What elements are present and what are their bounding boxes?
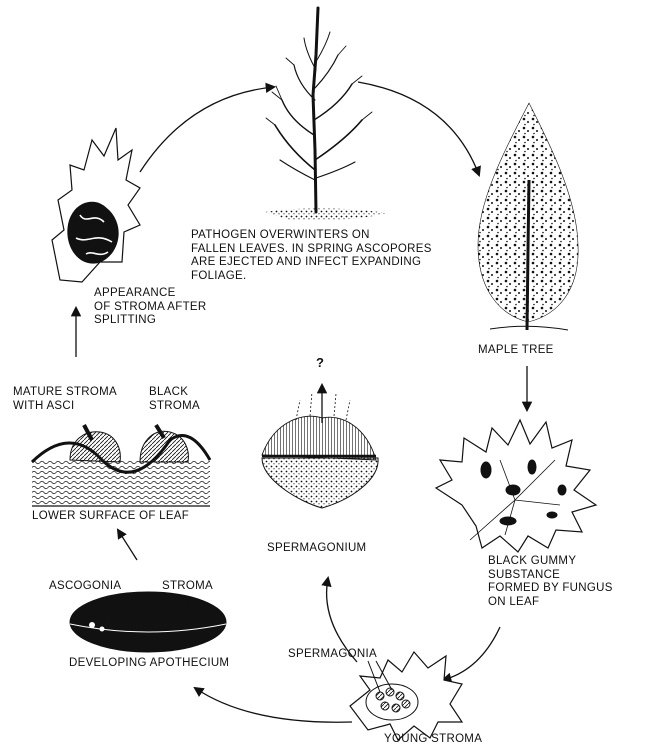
bare-tree-illustration [265,8,388,220]
arrow-to-apothecium [195,688,352,722]
question-mark-label: ? [316,356,324,370]
lower-surface-label: LOWER SURFACE OF LEAF [32,510,189,524]
stroma-label: STROMA [162,580,213,594]
black-gummy-substance-label: BLACK GUMMY SUBSTANCE FORMED BY FUNGUS O… [488,555,613,609]
overwintering-label: PATHOGEN OVERWINTERS ON FALLEN LEAVES. I… [191,229,432,283]
lower-surface-cross-section [32,425,210,506]
young-stroma-label: YOUNG STROMA [384,733,482,747]
infected-leaf-illustration [436,420,596,552]
arrow-to-lower-surface [118,530,137,560]
maple-tree-label: MAPLE TREE [478,344,554,358]
appearance-of-stroma-label: APPEARANCE OF STROMA AFTER SPLITTING [94,287,206,328]
arrow-to-maple-tree [358,82,479,175]
mature-stroma-label: MATURE STROMA WITH ASCI [13,386,117,413]
spermagonia-label: SPERMAGONIA [288,648,377,662]
developing-apothecium-illustration [70,592,226,652]
developing-apothecium-label: DEVELOPING APOTHECIUM [69,657,229,671]
arrow-to-bare-tree [140,87,274,172]
ascogonia-label: ASCOGONIA [49,580,121,594]
arrow-to-young-stroma [443,627,500,680]
black-stroma-label: BLACK STROMA [149,386,200,413]
spermagonium-illustration [262,390,378,508]
young-stroma-illustration [350,652,462,740]
split-leaf-illustration [52,128,140,282]
spermagonium-label: SPERMAGONIUM [267,542,366,556]
maple-tree-illustration [478,103,578,330]
